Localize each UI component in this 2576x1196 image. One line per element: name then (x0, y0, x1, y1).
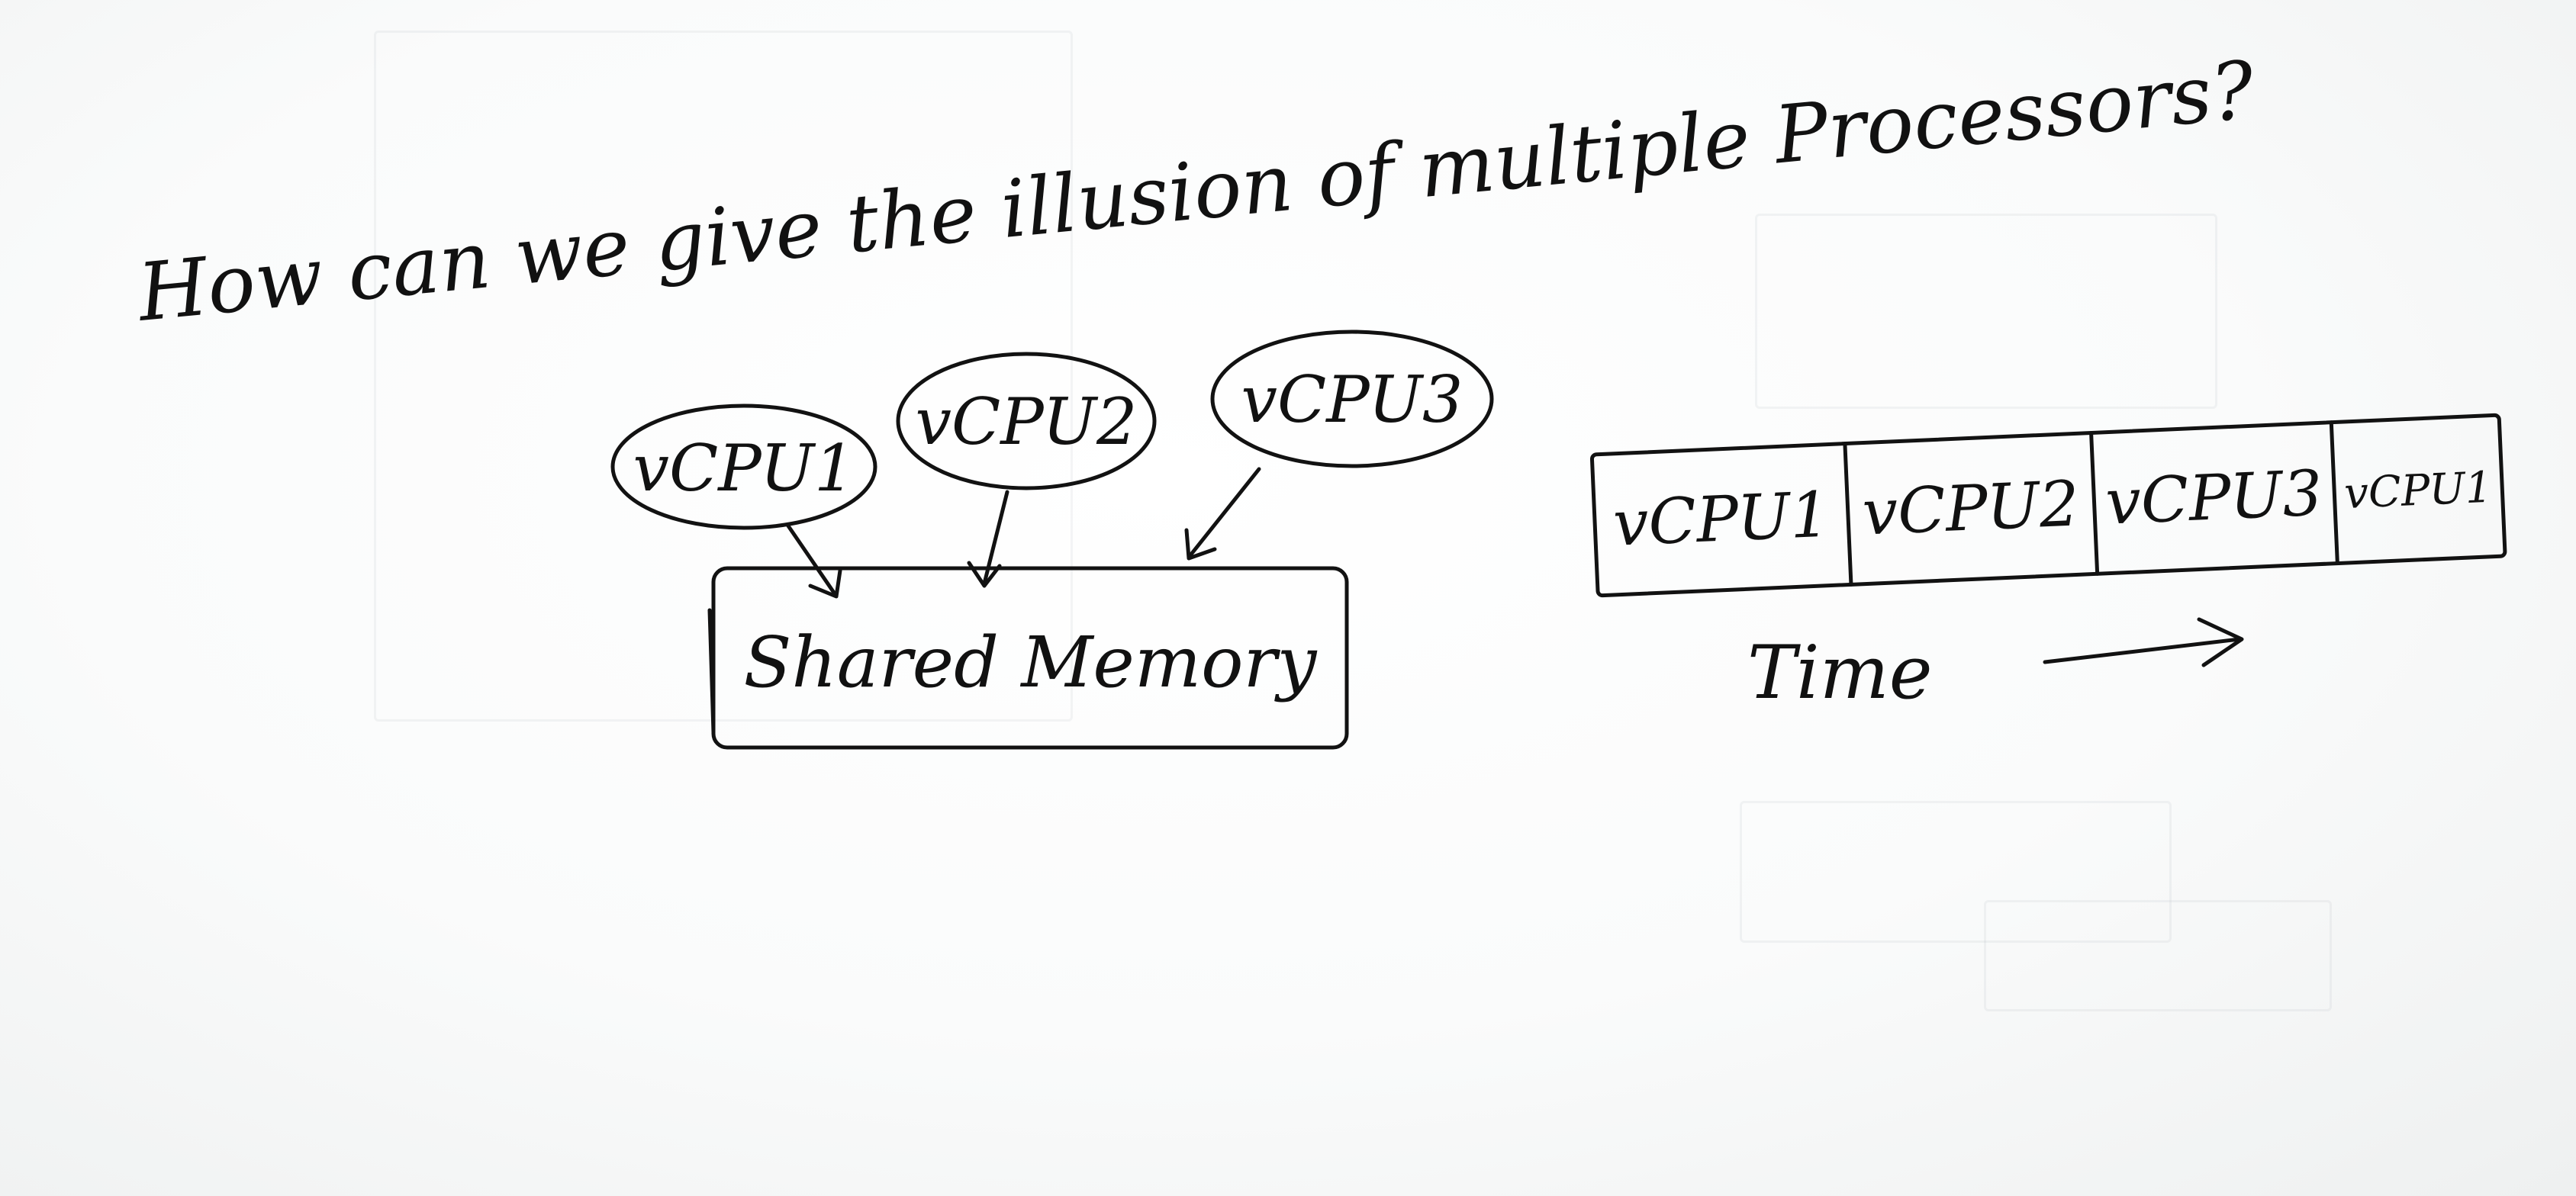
slot-divider (2089, 430, 2100, 576)
vcpu-node-2: vCPU2 (896, 352, 1157, 490)
ghost-mark (1755, 214, 2217, 409)
timeline-slot-4: vCPU1 (2343, 463, 2494, 519)
time-axis-label: Time (1747, 630, 1933, 715)
timeline-outline (1589, 413, 2507, 598)
question-heading: How can we give the illusion of multiple… (133, 43, 2259, 339)
timeline-slot-1: vCPU1 (1612, 479, 1831, 561)
timeline-slot-3: vCPU3 (2104, 457, 2323, 539)
arrow-vcpu3-to-memory (1184, 467, 1261, 561)
vcpu-2-label: vCPU2 (915, 384, 1137, 459)
timeline-slot-2: vCPU2 (1861, 468, 2081, 549)
vcpu-1-ellipse (610, 403, 877, 530)
shared-memory-label: Shared Memory (744, 622, 1318, 703)
slot-divider (2329, 420, 2339, 566)
vcpu-node-3: vCPU3 (1210, 330, 1494, 468)
ghost-mark (1740, 801, 2172, 943)
shared-memory-box: Shared Memory (707, 566, 1349, 750)
vcpu-node-1: vCPU1 (610, 403, 877, 530)
time-arrow-icon (2043, 617, 2244, 667)
arrow-vcpu2-to-memory (967, 490, 1009, 588)
arrow-vcpu1-to-memory (785, 522, 842, 599)
shared-memory-outline (711, 566, 1349, 750)
vcpu-1-label: vCPU1 (633, 431, 855, 506)
vcpu-2-ellipse (896, 352, 1157, 490)
slot-divider (1843, 442, 1853, 587)
vcpu-3-ellipse (1210, 330, 1494, 468)
ghost-mark (1984, 900, 2332, 1011)
ghost-mark (374, 31, 1073, 722)
time-slice-timeline: vCPU1 vCPU2 vCPU3 vCPU1 (1589, 413, 2507, 598)
vcpu-3-label: vCPU3 (1241, 362, 1463, 437)
